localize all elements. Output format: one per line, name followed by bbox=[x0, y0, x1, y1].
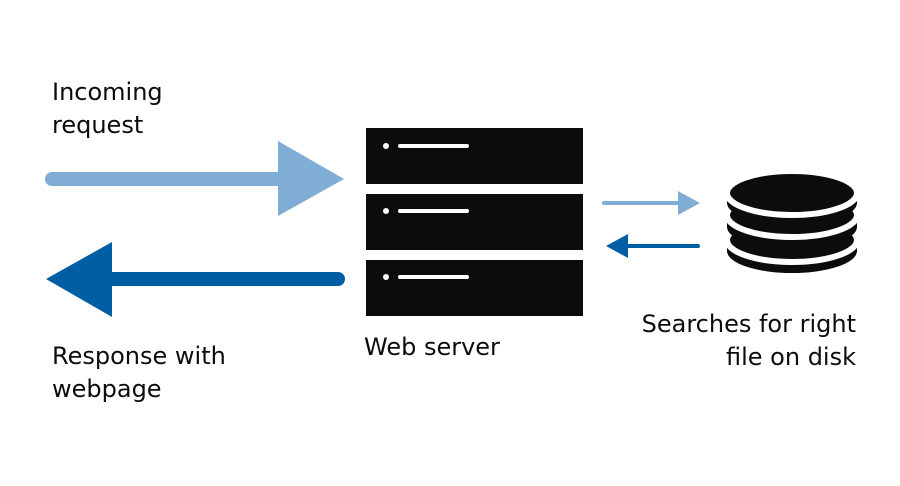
response-arrow bbox=[46, 242, 345, 317]
disk-to-server-arrow bbox=[606, 234, 700, 258]
disk-search-line-2: file on disk bbox=[725, 343, 856, 371]
incoming-request-line-1: Incoming bbox=[52, 78, 163, 106]
response-line-2: webpage bbox=[52, 375, 162, 403]
incoming-request-arrow bbox=[45, 141, 344, 216]
incoming-request-line-2: request bbox=[52, 111, 144, 139]
database-icon bbox=[724, 168, 860, 273]
incoming-request-label: Incoming request bbox=[52, 76, 163, 142]
response-label: Response with webpage bbox=[52, 340, 226, 406]
disk-search-label: Searches for right file on disk bbox=[642, 308, 856, 374]
server-rack-icon bbox=[366, 128, 583, 316]
server-to-disk-arrow bbox=[602, 191, 700, 215]
response-line-1: Response with bbox=[52, 342, 226, 370]
web-server-label: Web server bbox=[364, 333, 500, 361]
disk-search-line-1: Searches for right bbox=[641, 310, 856, 338]
